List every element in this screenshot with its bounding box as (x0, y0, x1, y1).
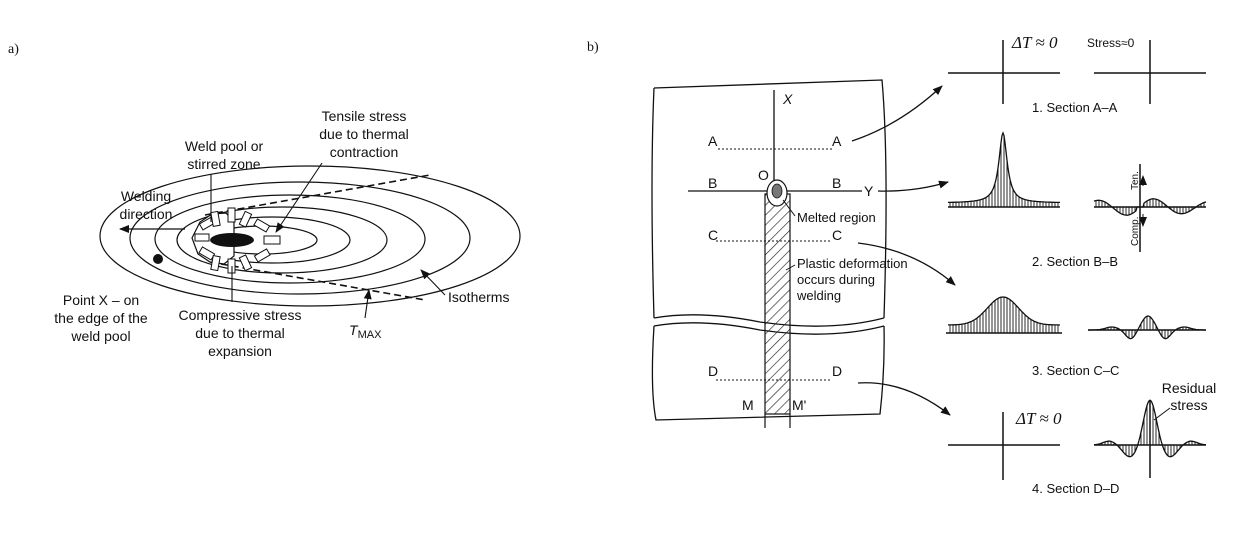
compressive-stress-label: Compressive stress due to thermal expans… (179, 307, 302, 359)
delta-t-label-1: ΔT ≈ 0 (1011, 33, 1058, 52)
svg-text:direction: direction (120, 206, 173, 222)
plastic-deformation-callout: Plastic deformation occurs during weldin… (785, 256, 908, 303)
svg-text:Residual: Residual (1162, 380, 1216, 396)
svg-text:B: B (708, 175, 717, 191)
svg-text:Plastic deformation: Plastic deformation (797, 256, 908, 271)
svg-text:C: C (708, 227, 718, 243)
section-c-plots (946, 296, 1206, 340)
svg-text:weld pool: weld pool (70, 328, 130, 344)
svg-text:due to thermal: due to thermal (319, 126, 409, 142)
plate-outline (651, 79, 887, 421)
tension-label: Ten. (1130, 171, 1141, 190)
svg-text:D: D (708, 363, 718, 379)
svg-text:Weld pool or: Weld pool or (185, 138, 264, 154)
point-x-dot (153, 254, 163, 264)
svg-text:Tensile stress: Tensile stress (322, 108, 407, 124)
section-lines (716, 148, 832, 381)
tensile-stress-label: Tensile stress due to thermal contractio… (319, 108, 409, 160)
svg-text:Melted region: Melted region (797, 210, 876, 225)
panel-b-tag: b) (587, 40, 599, 55)
residual-stress-label: Residual stress (1162, 380, 1216, 413)
tensile-stress-arrow (275, 162, 323, 233)
compression-arrow-blocks (194, 207, 281, 274)
section-d-caption: 4. Section D–D (1032, 481, 1119, 496)
welding-direction-label: Welding direction (120, 188, 173, 222)
svg-text:occurs during: occurs during (797, 272, 875, 287)
y-axis-label: Y (864, 183, 874, 199)
isotherm-ellipses (99, 165, 521, 307)
svg-text:Compressive stress: Compressive stress (179, 307, 302, 323)
weld-pool-label: Weld pool or stirred zone (185, 138, 264, 172)
section-a-caption: 1. Section A–A (1032, 100, 1118, 115)
section-callout-arrows (851, 85, 956, 416)
delta-t-label-4: ΔT ≈ 0 (1015, 409, 1062, 428)
svg-text:B: B (832, 175, 841, 191)
melted-region-callout: Melted region (782, 199, 876, 225)
svg-text:A: A (832, 133, 842, 149)
point-x-label: Point X – on the edge of the weld pool (54, 292, 148, 344)
isotherms-arrow (420, 269, 446, 296)
svg-text:A: A (708, 133, 718, 149)
section-d-plots (948, 399, 1207, 480)
section-a-plots (948, 40, 1206, 104)
x-axis-label: X (782, 91, 793, 107)
svg-text:stress: stress (1170, 397, 1207, 413)
svg-text:due to thermal: due to thermal (195, 325, 285, 341)
weld-pool-marker (766, 179, 788, 207)
svg-text:Welding: Welding (121, 188, 171, 204)
isotherms-label: Isotherms (448, 289, 509, 305)
section-c-caption: 3. Section C–C (1032, 363, 1119, 378)
svg-text:contraction: contraction (330, 144, 398, 160)
weld-pool (191, 207, 281, 274)
svg-text:the edge of the: the edge of the (54, 310, 148, 326)
section-letters: A A B B C C D D M M' (708, 133, 842, 413)
svg-text:C: C (832, 227, 842, 243)
weld-bead-hatched (764, 193, 791, 428)
svg-text:expansion: expansion (208, 343, 272, 359)
svg-text:Point X – on: Point X – on (63, 292, 139, 308)
tmax-label: TMAX (349, 322, 382, 341)
tmax-arrow (363, 289, 372, 319)
svg-text:D: D (832, 363, 842, 379)
origin-label: O (758, 167, 769, 183)
stress-zero-label: Stress≈0 (1087, 36, 1135, 50)
section-b-caption: 2. Section B–B (1032, 254, 1118, 269)
compression-label: Comp. (1130, 217, 1141, 246)
panel-a-tag: a) (8, 42, 19, 57)
svg-text:stirred zone: stirred zone (187, 156, 260, 172)
svg-text:welding: welding (796, 288, 841, 303)
svg-text:M: M (742, 397, 754, 413)
svg-text:M': M' (792, 397, 806, 413)
section-b-plots (948, 131, 1207, 252)
